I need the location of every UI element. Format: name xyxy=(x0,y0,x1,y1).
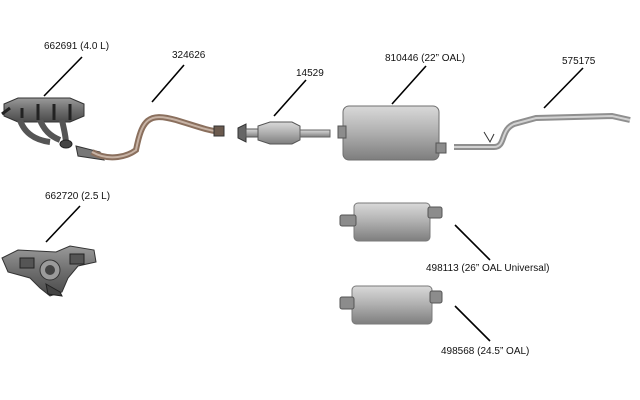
leader-line-front-pipe xyxy=(151,64,185,103)
muffler-245-image xyxy=(339,285,443,325)
leader-line-muffler-245 xyxy=(454,305,491,342)
label-front-pipe: 324626 xyxy=(172,50,206,61)
label-muffler-22: 810446 (22” OAL) xyxy=(385,53,466,64)
tailpipe-image xyxy=(454,112,631,150)
label-manifold-40: 662691 (4.0 L) xyxy=(44,41,110,52)
muffler-22-image xyxy=(337,105,447,161)
front-pipe-image xyxy=(90,114,225,161)
muffler-26-universal-image xyxy=(339,202,443,242)
label-catalytic-converter: 14529 xyxy=(296,68,324,79)
leader-line-catalytic-converter xyxy=(273,79,307,117)
leader-line-muffler-26-universal xyxy=(454,224,491,261)
label-tailpipe: 575175 xyxy=(562,56,596,67)
label-muffler-26-universal: 498113 (26” OAL Universal) xyxy=(426,263,550,274)
leader-line-muffler-22 xyxy=(391,65,427,105)
catalytic-converter-image xyxy=(237,121,331,145)
leader-line-tailpipe xyxy=(543,67,584,109)
leader-line-manifold-25 xyxy=(45,205,81,243)
label-muffler-245: 498568 (24.5” OAL) xyxy=(441,346,530,357)
leader-lines xyxy=(43,56,584,342)
leader-line-manifold-40 xyxy=(43,56,83,97)
manifold-40-image xyxy=(1,97,105,161)
manifold-25-image xyxy=(1,245,97,297)
label-manifold-25: 662720 (2.5 L) xyxy=(45,191,111,202)
